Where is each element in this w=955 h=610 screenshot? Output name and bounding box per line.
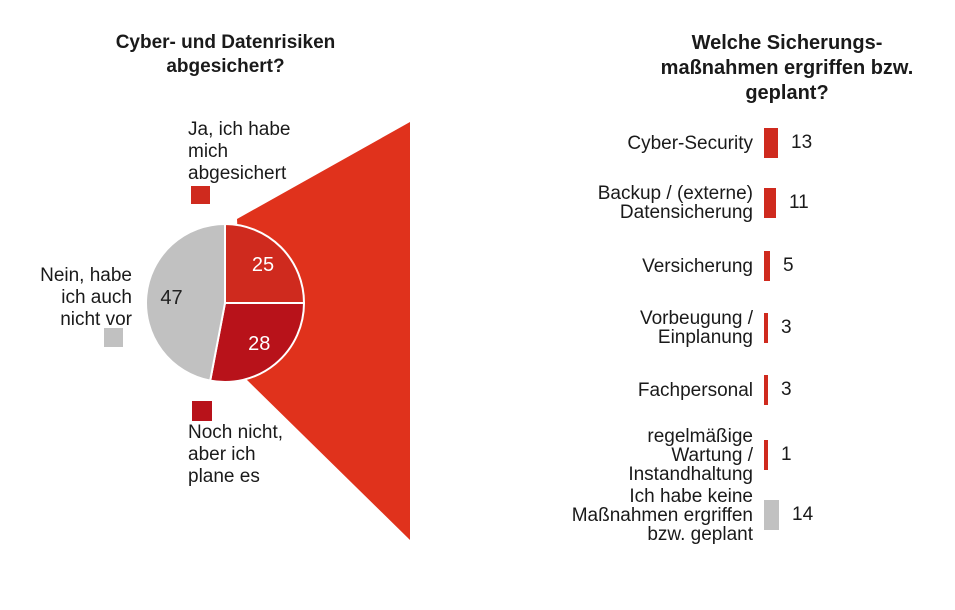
bar-value: 14 — [792, 504, 814, 525]
bar-mark — [764, 313, 768, 343]
bar-value: 5 — [783, 255, 794, 276]
bar-row: Ich habe keine Maßnahmen ergriffen bzw. … — [538, 475, 868, 555]
pie-slice-value: 47 — [160, 286, 183, 309]
bar-row-label: regelmäßige Wartung / Instandhaltung — [628, 425, 753, 485]
bar-mark — [764, 128, 778, 158]
bar-value: 13 — [791, 132, 813, 153]
bar-mark — [764, 188, 776, 218]
pie-svg — [145, 223, 305, 383]
bar-value: 3 — [781, 379, 792, 400]
bar-mark — [764, 251, 770, 281]
pie-slice-0 — [224, 223, 305, 304]
legend-label-noch: Noch nicht, aber ich plane es — [188, 422, 284, 487]
bar-row: Fachpersonal 3 — [538, 350, 868, 430]
legend-label-nein: Nein, habe ich auch nicht vor — [40, 265, 132, 330]
bar-row: Versicherung 5 — [538, 226, 868, 306]
pie-slice-2 — [145, 223, 226, 382]
bar-value: 1 — [781, 444, 792, 465]
bar-row: Cyber-Security 13 — [538, 103, 868, 183]
pie-slice-1 — [209, 302, 305, 383]
bar-value: 3 — [781, 317, 792, 338]
legend-label-ja: Ja, ich habe mich abgesichert — [188, 119, 291, 184]
legend-swatch-ja — [191, 186, 210, 204]
bar-row-label: Fachpersonal — [637, 379, 753, 401]
bar-row: Vorbeugung / Einplanung 3 — [538, 288, 868, 368]
legend-swatch-nein — [104, 328, 123, 347]
left-chart-title: Cyber- und Datenrisiken abgesichert? — [115, 32, 336, 77]
bar-row-label: Cyber-Security — [627, 132, 753, 154]
bar-value: 11 — [789, 192, 809, 213]
bar-row: Backup / (externe) Datensicherung 11 — [538, 163, 868, 243]
bar-row: regelmäßige Wartung / Instandhaltung 1 — [538, 415, 868, 495]
legend-swatch-noch — [192, 401, 212, 421]
bar-mark — [764, 440, 768, 470]
pie-slice-value: 28 — [248, 333, 271, 356]
bar-row-label: Versicherung — [642, 255, 753, 277]
bar-row-label: Backup / (externe) Datensicherung — [597, 183, 753, 223]
pie-chart: 25 28 47 — [142, 220, 308, 386]
pie-slice-value: 25 — [251, 254, 275, 276]
bar-row-label: Ich habe keine Maßnahmen ergriffen bzw. … — [571, 485, 753, 545]
bar-mark — [764, 375, 768, 405]
bar-row-label: Vorbeugung / Einplanung — [639, 308, 753, 348]
bar-mark — [764, 500, 779, 530]
callout-triangle-shape — [237, 122, 410, 540]
right-chart-title: Welche Sicherungs- maßnahmen ergriffen b… — [660, 32, 914, 104]
